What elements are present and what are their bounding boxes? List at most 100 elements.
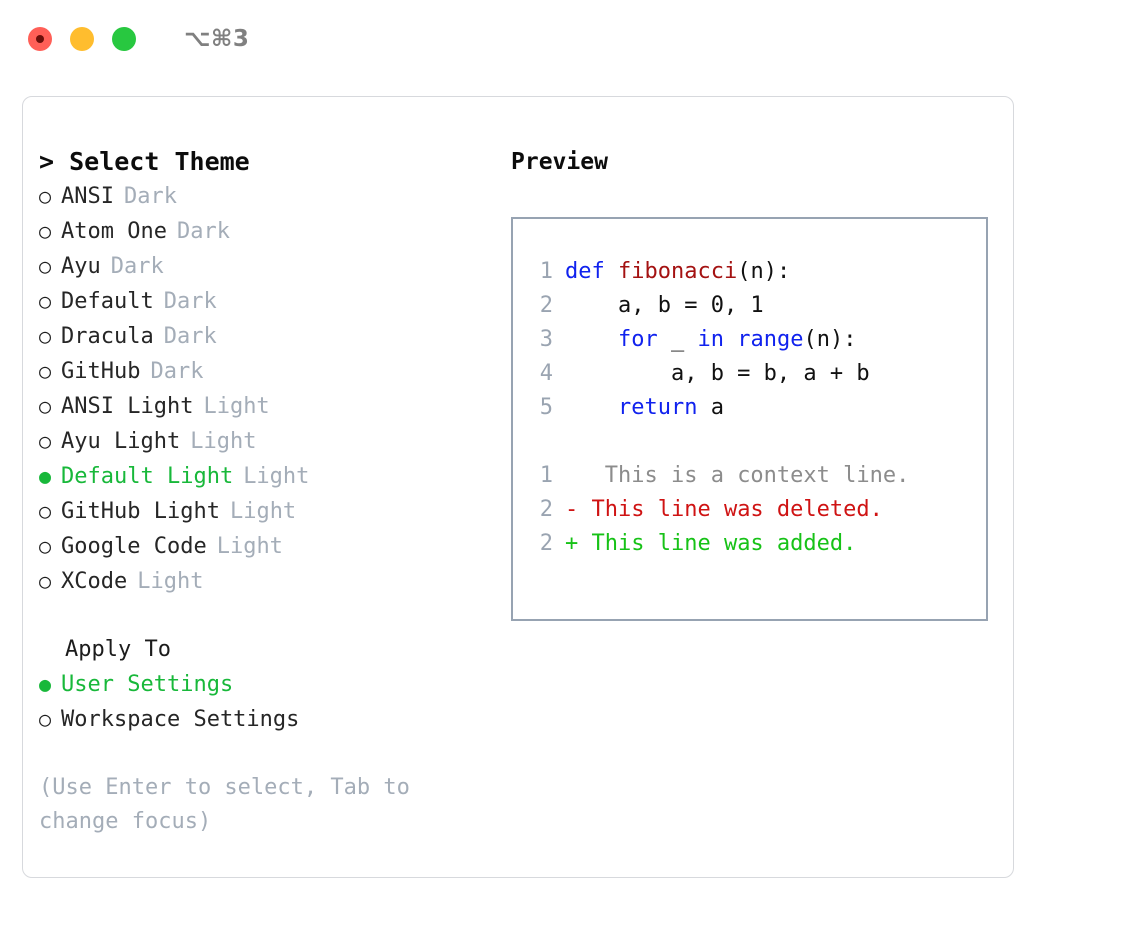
line-number: 5 [539, 395, 553, 420]
radio-selected-icon: ● [39, 464, 52, 488]
diff-line-text: This line was added. [578, 531, 857, 556]
radio-unselected-icon: ○ [39, 534, 52, 558]
theme-option-label: Default Light [61, 464, 234, 489]
theme-option-atom-one[interactable]: ○ Atom One Dark [39, 214, 493, 249]
code-token-plain: a, b = b, a + b [565, 361, 870, 386]
theme-option-default-light[interactable]: ● Default Light Light [39, 459, 493, 494]
apply-to-option-user-settings[interactable]: ● User Settings [39, 667, 493, 702]
theme-option-label: Atom One [61, 219, 167, 244]
radio-unselected-icon: ○ [39, 324, 52, 348]
code-line-text: def fibonacci(n): [565, 255, 790, 289]
code-line-text: a, b = b, a + b [565, 357, 870, 391]
code-token-kw: in [697, 327, 724, 352]
theme-option-tag: Light [229, 499, 297, 524]
theme-option-tag: Dark [150, 359, 204, 384]
apply-to-option-workspace-settings[interactable]: ○ Workspace Settings [39, 702, 493, 737]
radio-unselected-icon: ○ [39, 219, 52, 243]
code-token-plain [724, 327, 737, 352]
diff-line: 1 This is a context line. [527, 459, 986, 493]
theme-option-label: Google Code [61, 534, 207, 559]
minimize-button[interactable] [70, 27, 94, 51]
diff-line-text: This is a context line. [578, 463, 910, 488]
theme-option-tag: Dark [163, 289, 217, 314]
code-token-plain [565, 395, 618, 420]
theme-option-ansi[interactable]: ○ ANSI Dark [39, 179, 493, 214]
theme-option-ansi-light[interactable]: ○ ANSI Light Light [39, 389, 493, 424]
radio-unselected-icon: ○ [39, 569, 52, 593]
title-bar: ⌥⌘3 [0, 0, 1140, 78]
theme-option-tag: Dark [123, 184, 177, 209]
theme-option-label: Default [61, 289, 154, 314]
theme-option-label: Ayu [61, 254, 101, 279]
theme-option-google-code[interactable]: ○ Google Code Light [39, 529, 493, 564]
code-line-text: return a [565, 391, 724, 425]
code-token-kw: range [737, 327, 804, 352]
diff-marker [565, 459, 578, 493]
radio-unselected-icon: ○ [39, 707, 52, 731]
diff-line: 2- This line was deleted. [527, 493, 986, 527]
close-button[interactable] [28, 27, 52, 51]
theme-option-tag: Dark [163, 324, 217, 349]
theme-option-dracula[interactable]: ○ Dracula Dark [39, 319, 493, 354]
keyboard-shortcut-label: ⌥⌘3 [184, 26, 250, 52]
code-line: 4 a, b = b, a + b [527, 357, 986, 391]
diff-line: 2+ This line was added. [527, 527, 986, 561]
line-number: 1 [539, 463, 553, 488]
code-token-plain: _ [657, 327, 698, 352]
theme-option-tag: Dark [110, 254, 164, 279]
theme-option-label: ANSI [61, 184, 114, 209]
theme-option-tag: Light [216, 534, 283, 559]
code-line-text: a, b = 0, 1 [565, 289, 764, 323]
theme-option-xcode[interactable]: ○ XCode Light [39, 564, 493, 599]
theme-option-ayu[interactable]: ○ Ayu Dark [39, 249, 493, 284]
radio-unselected-icon: ○ [39, 254, 52, 278]
theme-option-label: Ayu Light [61, 429, 181, 454]
radio-unselected-icon: ○ [39, 499, 52, 523]
theme-option-label: GitHub [61, 359, 141, 384]
code-diff-spacer [527, 425, 986, 459]
theme-option-tag: Light [137, 569, 204, 594]
diff-marker: - [565, 497, 579, 522]
diff-sample: 1 This is a context line.2- This line wa… [527, 459, 986, 561]
theme-option-tag: Light [203, 394, 270, 419]
theme-option-tag: Dark [176, 219, 230, 244]
code-token-kw: def [565, 259, 618, 284]
line-number: 2 [539, 531, 553, 556]
apply-to-list: ● User Settings ○ Workspace Settings [39, 667, 493, 737]
apply-to-option-label: User Settings [61, 672, 234, 697]
maximize-button[interactable] [112, 27, 136, 51]
theme-option-label: GitHub Light [61, 499, 220, 524]
list-spacer [39, 599, 493, 633]
theme-option-tag: Light [243, 464, 310, 489]
theme-option-label: ANSI Light [61, 394, 194, 419]
apply-to-heading: Apply To [65, 637, 171, 662]
radio-unselected-icon: ○ [39, 429, 52, 453]
theme-option-github-light[interactable]: ○ GitHub Light Light [39, 494, 493, 529]
code-line: 1 def fibonacci(n): [527, 255, 986, 289]
code-token-plain: (n): [737, 259, 791, 284]
select-theme-heading: > Select Theme [39, 147, 250, 176]
line-number: 1 [539, 259, 553, 284]
radio-unselected-icon: ○ [39, 394, 52, 418]
line-number: 3 [539, 327, 553, 352]
code-line: 5 return a [527, 391, 986, 425]
line-number: 2 [539, 293, 553, 318]
line-number: 4 [539, 361, 553, 386]
radio-selected-icon: ● [39, 672, 52, 696]
code-token-plain: a, b = 0, 1 [565, 293, 764, 318]
theme-option-label: XCode [61, 569, 128, 594]
apply-to-option-label: Workspace Settings [61, 707, 300, 732]
code-token-kw: for [617, 327, 658, 352]
code-token-plain: (n): [803, 327, 857, 352]
code-token-fn: fibonacci [617, 259, 738, 284]
radio-unselected-icon: ○ [39, 184, 52, 208]
theme-option-label: Dracula [61, 324, 154, 349]
code-token-plain: a [697, 395, 724, 420]
